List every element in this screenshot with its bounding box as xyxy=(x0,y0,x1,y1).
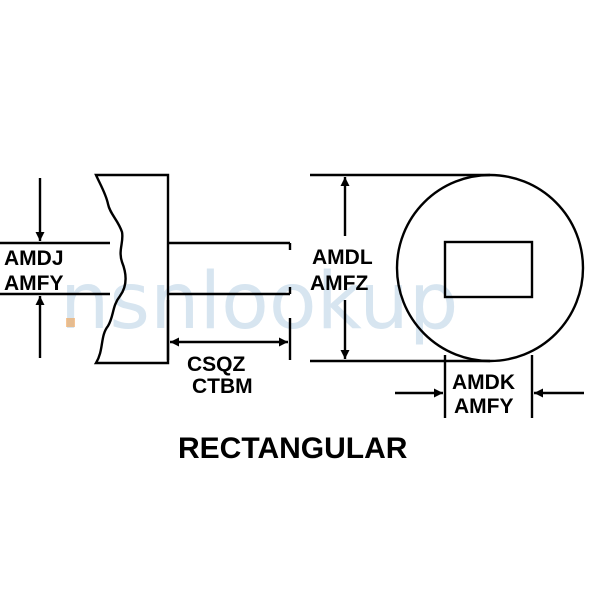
head-section-outline xyxy=(93,173,170,365)
head-width-label-2: AMFY xyxy=(454,395,514,418)
head-height-label-1: AMDL xyxy=(312,246,373,269)
head-height-label-2: AMFZ xyxy=(310,272,368,295)
watermark: nsnlookup xyxy=(60,257,458,347)
watermark-dot xyxy=(66,318,75,327)
left-height-label-2: AMFY xyxy=(4,272,64,295)
head-width-label-1: AMDK xyxy=(452,371,515,394)
side-view xyxy=(0,173,292,365)
shank-length-label-2: CTBM xyxy=(192,375,253,398)
watermark-text: nsnlookup xyxy=(60,257,458,347)
shank-outline xyxy=(168,241,292,296)
rect-hole xyxy=(443,240,534,299)
left-height-label-1: AMDJ xyxy=(4,247,64,270)
shank-length-label-1: CSQZ xyxy=(187,353,246,376)
end-view xyxy=(310,173,585,418)
diagram-title: RECTANGULAR xyxy=(178,432,408,465)
